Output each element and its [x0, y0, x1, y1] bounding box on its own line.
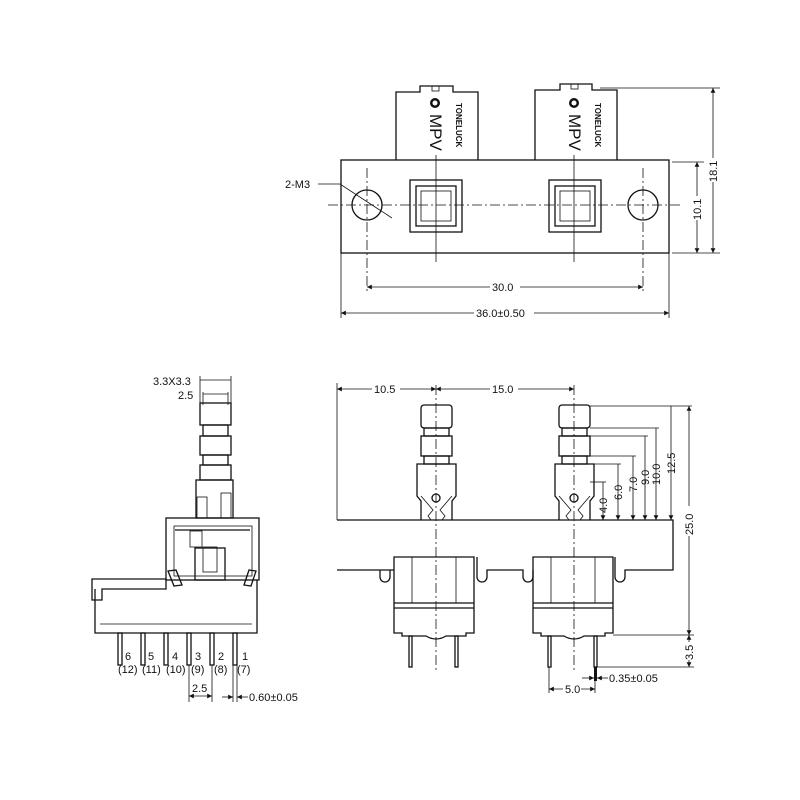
dim-pin-width: 0.60±0.05	[249, 692, 298, 704]
hole-callout: 2-M3	[285, 179, 310, 191]
dim-hole-pitch: 30.0	[492, 282, 513, 294]
actuator-left	[416, 404, 457, 521]
dim-height: 12.5	[666, 453, 678, 474]
dim-plate-height: 10.1	[692, 199, 704, 220]
dim-height: 9.0	[640, 470, 652, 485]
height-dimensions: 4.0 6.0 7.0 9.0 10.0 12.5 25.0 3.5	[590, 405, 696, 668]
side-view: 3.3X3.3 2.5	[91, 376, 298, 704]
top-view: MPV TONELUCK MPV TONELUCK	[285, 83, 720, 320]
actuator-right	[554, 404, 595, 521]
pin-number: 2	[218, 651, 224, 663]
dim-overall-height: 25.0	[684, 514, 696, 535]
toneluck-logo-icon	[430, 98, 440, 108]
pin-alt-number: (10)	[166, 664, 186, 676]
pin-alt-number: (7)	[237, 664, 250, 676]
dim-pin-pitch: 2.5	[192, 683, 207, 695]
switch-housing-side	[91, 517, 260, 634]
dim-pin-spacing: 5.0	[565, 684, 580, 696]
pin-alt-number: (12)	[118, 664, 138, 676]
dim-height: 6.0	[613, 485, 625, 500]
mounting-plate	[340, 159, 670, 254]
dim-total-width: 36.0±0.50	[476, 308, 525, 320]
front-view: 10.5 15.0	[336, 383, 696, 696]
toneluck-logo-icon	[569, 98, 579, 108]
dim-height: 7.0	[628, 477, 640, 492]
pin-number: 5	[148, 651, 154, 663]
actuator-stem	[195, 402, 234, 519]
pin-number: 4	[172, 651, 178, 663]
dim-stem-inner: 2.5	[178, 390, 193, 402]
pin-number: 1	[242, 651, 248, 663]
dim-pin-thickness: 0.35±0.05	[609, 673, 658, 685]
brand-label: TONELUCK	[593, 103, 602, 148]
brand-label: TONELUCK	[454, 103, 463, 148]
dim-height: 4.0	[598, 498, 610, 513]
switch-body-right	[532, 556, 614, 668]
model-label: MPV	[426, 114, 445, 152]
button-square-right	[548, 179, 602, 233]
dim-stem-outer: 3.3X3.3	[153, 376, 191, 388]
pin-alt-number: (9)	[191, 664, 204, 676]
pin-number: 6	[125, 651, 131, 663]
pin-alt-number: (11)	[142, 664, 161, 676]
model-label: MPV	[565, 114, 584, 152]
pin-number: 3	[195, 651, 201, 663]
dim-height: 10.0	[651, 464, 663, 485]
switch-cap-right: MPV TONELUCK	[534, 83, 618, 160]
dim-total-height: 18.1	[708, 161, 720, 182]
front-plate	[337, 519, 674, 583]
pin-alt-number: (8)	[214, 664, 227, 676]
dim-edge-to-stem: 10.5	[374, 384, 395, 396]
switch-body-left	[393, 556, 475, 668]
dim-pin-length: 3.5	[684, 645, 696, 660]
pin-labels: 6 (12) 5 (11) 4 (10) 3 (9) 2 (8) 1 (7)	[118, 651, 250, 676]
dim-stem-pitch: 15.0	[492, 384, 513, 396]
switch-cap-left: MPV TONELUCK	[395, 85, 479, 160]
